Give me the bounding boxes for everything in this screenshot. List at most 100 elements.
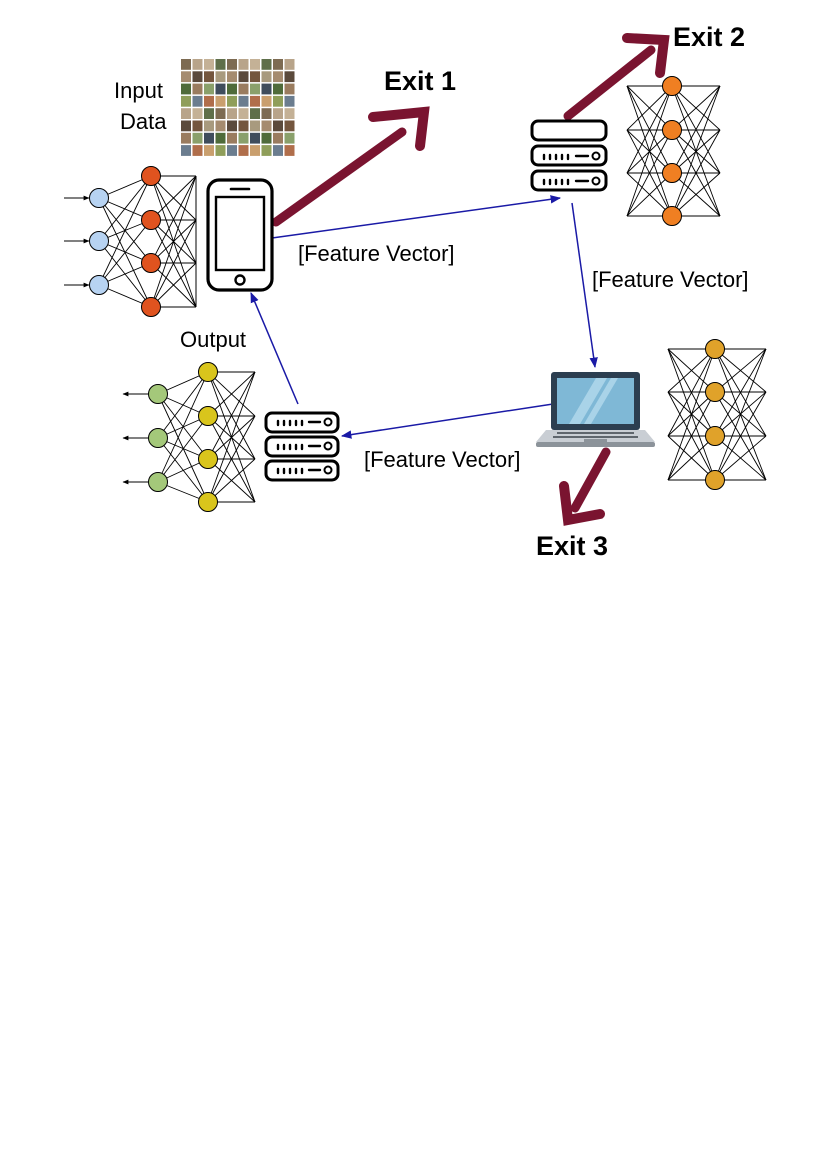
dataset-thumbnail (261, 95, 272, 107)
network-edge (626, 172, 673, 217)
dataset-thumbnail (215, 108, 226, 119)
dataset-thumbnail (261, 145, 272, 156)
dataset-thumbnail (215, 83, 226, 95)
output-node (148, 384, 168, 404)
dataset-thumbnail (215, 145, 226, 156)
dataset-thumbnail (192, 145, 203, 156)
network-edge (626, 85, 673, 174)
exit-3-label: Exit 3 (536, 531, 608, 561)
dataset-thumbnail (227, 132, 237, 144)
hidden-node (141, 297, 161, 317)
dataset-thumbnail (204, 71, 214, 83)
exit-2-label: Exit 2 (673, 22, 745, 52)
dataset-thumbnail (181, 71, 191, 83)
dataset-thumbnail (227, 59, 237, 70)
dataset-thumbnail (215, 95, 226, 107)
dataset-thumbnail (238, 120, 249, 132)
dataset-thumbnail (192, 132, 203, 144)
output-node (148, 428, 168, 448)
hidden-node (662, 120, 682, 140)
network-edge (98, 175, 152, 242)
server-to-phone-arrow (250, 292, 299, 405)
dataset-thumbnail (204, 95, 214, 107)
dataset-thumbnail (250, 59, 260, 70)
dataset-thumbnail (181, 120, 191, 132)
network-edge (207, 371, 256, 460)
dataset-thumbnail (227, 145, 237, 156)
network-edge (714, 348, 767, 437)
output-label: Output (180, 327, 246, 352)
network-edge (671, 129, 721, 217)
dataset-thumbnail (238, 95, 249, 107)
dataset-thumbnail (284, 59, 295, 70)
smartphone-icon (206, 178, 274, 292)
hidden-node (705, 339, 725, 359)
dataset-thumbnail (250, 145, 260, 156)
data-label: Data (120, 109, 167, 134)
network-edge (671, 85, 721, 174)
dataset-thumbnail (250, 95, 260, 107)
output-neural-network (122, 362, 256, 512)
exit-2-arrow (563, 33, 670, 121)
hidden-node (198, 492, 218, 512)
server-icon (530, 119, 608, 192)
laptop-to-server-arrow (340, 403, 554, 439)
exit-1-arrow (271, 106, 430, 227)
network-edge (671, 85, 721, 131)
dataset-thumbnail (284, 145, 295, 156)
dataset-thumbnail (284, 108, 295, 119)
feature-vector-label-2: [Feature Vector] (592, 267, 749, 292)
dataset-thumbnail (273, 120, 283, 132)
dataset-thumbnail (192, 71, 203, 83)
dataset-thumbnail (181, 95, 191, 107)
network-edge (157, 415, 209, 483)
network-edge (667, 348, 716, 437)
dataset-thumbnail (238, 71, 249, 83)
dataset-thumbnail (284, 71, 295, 83)
dataset-thumbnail (261, 83, 272, 95)
dataset-thumbnail (273, 59, 283, 70)
laptop-neural-network (667, 339, 767, 490)
dataset-thumbnail (215, 120, 226, 132)
laptop-icon (536, 372, 655, 447)
hidden-node (198, 362, 218, 382)
hidden-node (705, 470, 725, 490)
dataset-thumbnail (238, 59, 249, 70)
network-edge (207, 371, 256, 417)
dataset-thumbnail (192, 108, 203, 119)
dataset-thumbnail (204, 132, 214, 144)
dataset-thumbnail (261, 120, 272, 132)
network-edge (98, 175, 152, 286)
network-edge (714, 435, 767, 481)
feature-vector-label-1: [Feature Vector] (298, 241, 455, 266)
dataset-thumbnail (284, 132, 295, 144)
dataset-thumbnail (181, 108, 191, 119)
network-edge (667, 348, 716, 393)
input-neural-network (64, 166, 197, 317)
dataset-thumbnail (273, 71, 283, 83)
hidden-node (141, 210, 161, 230)
network-edge (667, 391, 716, 481)
dataset-thumbnail (181, 59, 191, 70)
dataset-thumbnail (227, 95, 237, 107)
network-edge (667, 435, 716, 481)
dataset-thumbnail (215, 71, 226, 83)
dataset-thumbnail (238, 132, 249, 144)
network-edge (150, 175, 197, 264)
network-edge (714, 348, 767, 481)
network-edge (157, 393, 209, 503)
dataset-thumbnail (227, 71, 237, 83)
hidden-node (198, 406, 218, 426)
dataset-thumbnail (273, 132, 283, 144)
network-edge (150, 175, 197, 308)
feature-vector-label-3: [Feature Vector] (364, 447, 521, 472)
dataset-thumbnail (215, 59, 226, 70)
dataset-thumbnail (238, 83, 249, 95)
hidden-node (662, 206, 682, 226)
network-edge (714, 348, 767, 393)
dataset-thumbnail (181, 132, 191, 144)
dataset-thumbnail (250, 83, 260, 95)
dataset-thumbnail (273, 95, 283, 107)
hidden-node (141, 253, 161, 273)
server-to-laptop-arrow (571, 202, 598, 369)
